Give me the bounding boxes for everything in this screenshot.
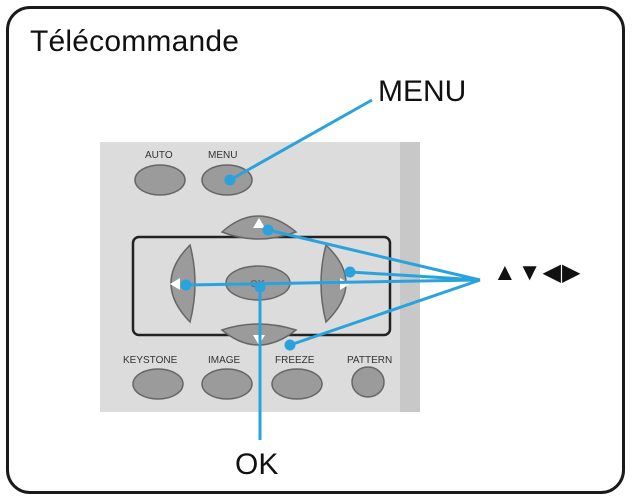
image-button xyxy=(201,368,253,400)
auto-label: AUTO xyxy=(145,150,173,161)
pattern-label: PATTERN xyxy=(347,355,392,366)
arrows-callout-label: ▲▼◀▶ xyxy=(493,259,582,286)
right-leader-dot xyxy=(344,266,356,278)
menu-leader-line xyxy=(229,98,373,182)
leader-lines xyxy=(180,98,481,440)
left-leader-dot xyxy=(180,279,192,291)
menu-label: MENU xyxy=(208,150,237,161)
right-leader-line xyxy=(349,270,481,282)
freeze-label: FREEZE xyxy=(275,355,315,366)
pattern-button xyxy=(351,366,385,398)
down-leader-dot xyxy=(284,339,296,351)
up-arrow-icon xyxy=(253,218,265,228)
keystone-label: KEYSTONE xyxy=(123,355,178,366)
keystone-button xyxy=(132,368,184,400)
menu-callout-label: MENU xyxy=(378,75,467,108)
image-label: IMAGE xyxy=(208,355,241,366)
freeze-button xyxy=(271,368,323,400)
menu-leader-dot xyxy=(224,174,236,186)
left-arrow-icon xyxy=(170,278,180,290)
up-leader-dot xyxy=(262,224,274,236)
diagram-title: Télécommande xyxy=(30,25,240,58)
ok-callout-label: OK xyxy=(235,448,279,481)
left-leader-line xyxy=(185,278,481,287)
auto-button xyxy=(134,164,186,196)
down-leader-line xyxy=(289,278,481,347)
up-leader-line xyxy=(267,228,481,282)
